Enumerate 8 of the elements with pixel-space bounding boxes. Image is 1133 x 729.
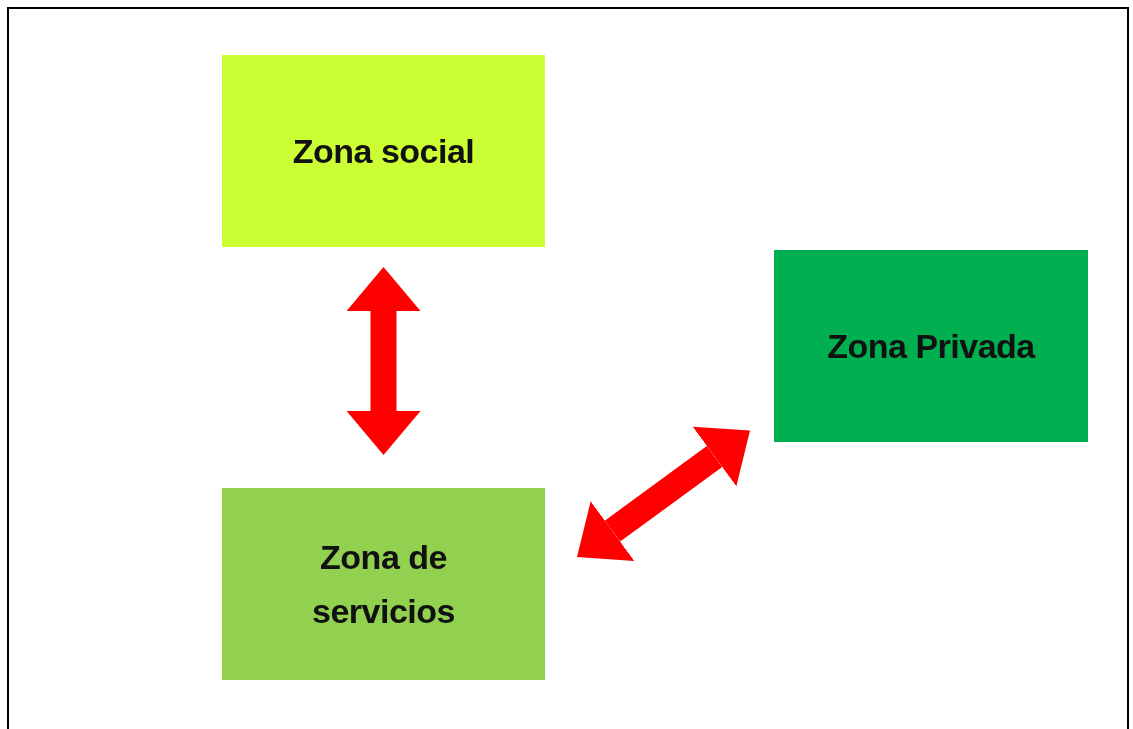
zone-label: Zona de servicios <box>311 536 456 632</box>
zone-box <box>774 250 1088 442</box>
zone-box <box>222 55 545 247</box>
zone-label: Zona Privada <box>827 325 1035 367</box>
zone-box <box>222 488 545 680</box>
zone-label: Zona social <box>292 130 475 172</box>
double-arrow <box>346 267 421 455</box>
double-arrow <box>577 426 750 561</box>
